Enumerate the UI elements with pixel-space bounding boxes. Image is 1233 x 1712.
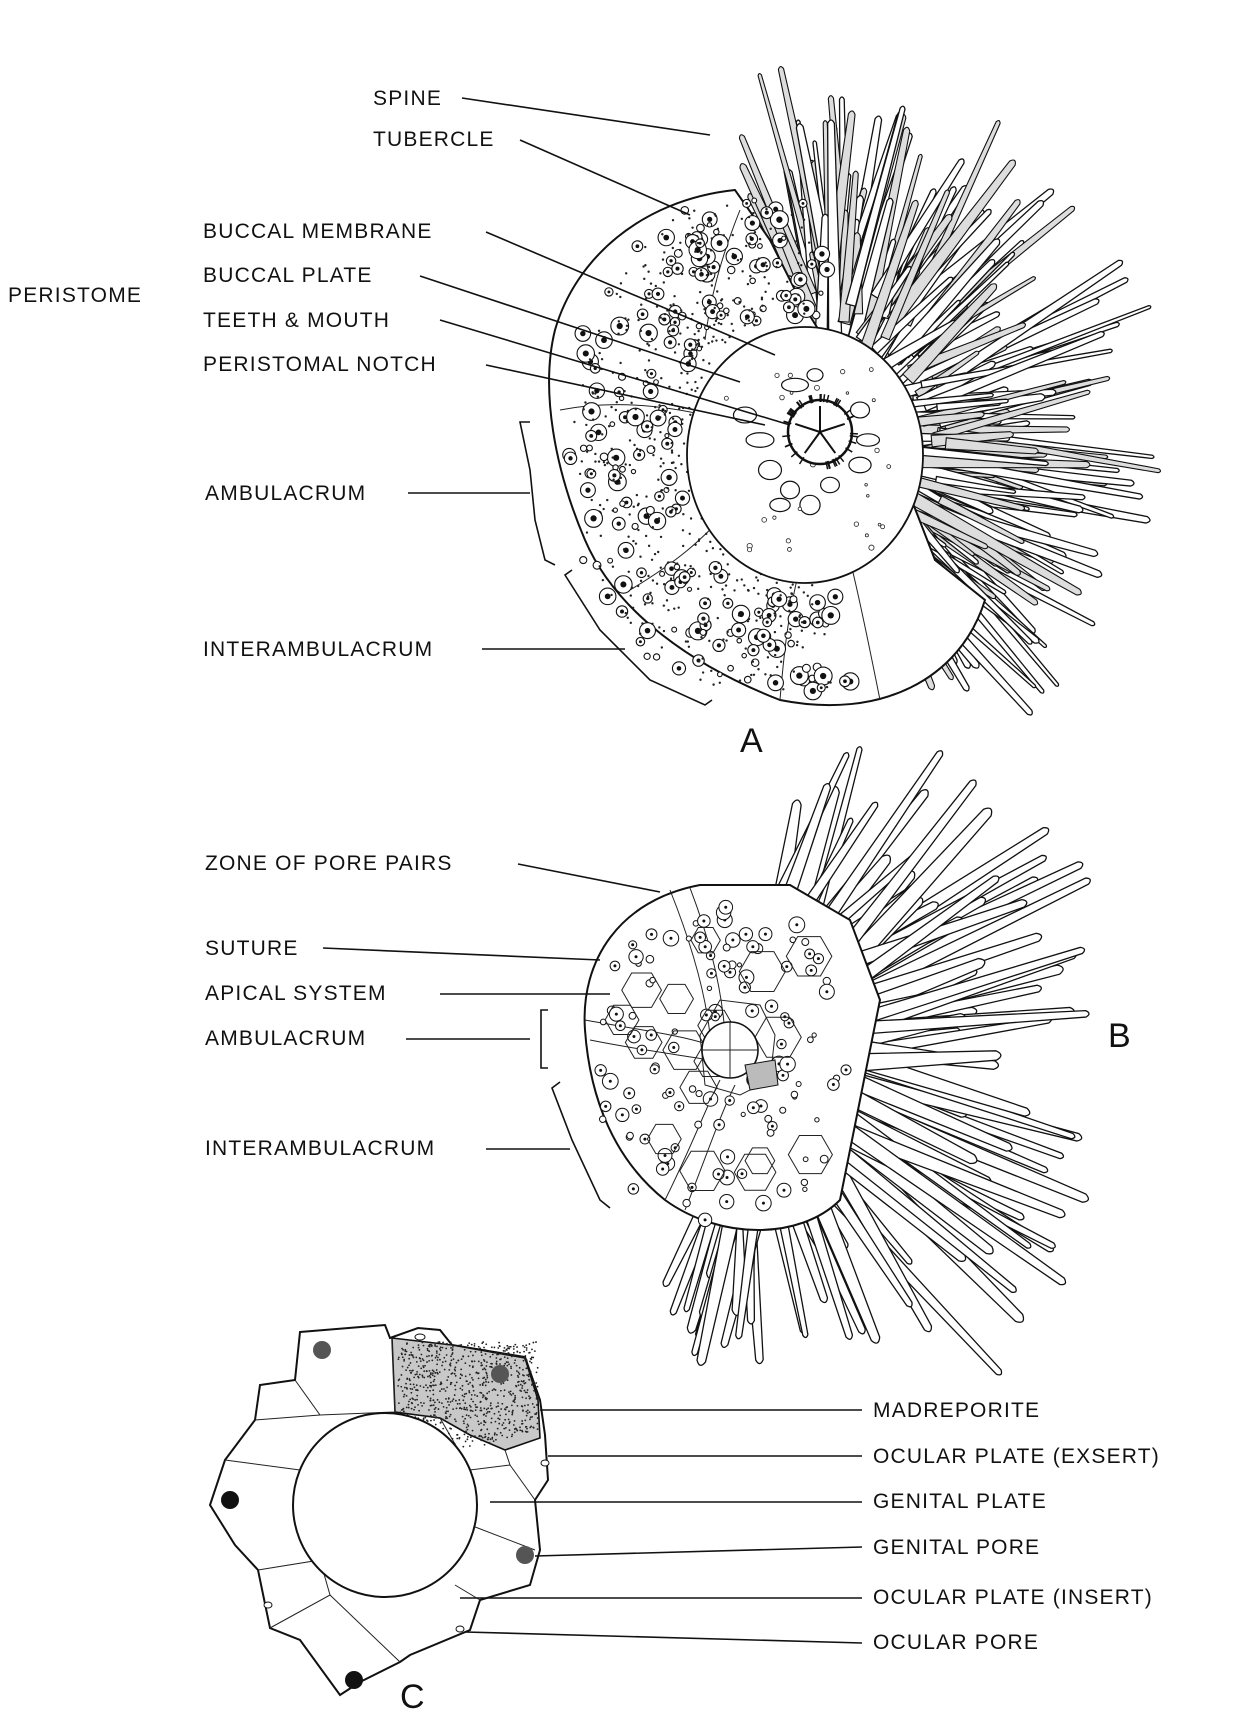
label-spine: SPINE xyxy=(373,87,442,110)
label-ambulacrum-a: AMBULACRUM xyxy=(205,482,366,505)
label-interambulacrum-b: INTERAMBULACRUM xyxy=(205,1137,435,1160)
label-apical-system: APICAL SYSTEM xyxy=(205,982,387,1005)
label-interambulacrum-a: INTERAMBULACRUM xyxy=(203,638,433,661)
leader-suture xyxy=(323,948,600,960)
bracket-ambulacrum-b xyxy=(541,1010,548,1068)
leader-spine xyxy=(462,98,710,135)
panel-label-a: A xyxy=(740,722,763,760)
label-genital-plate: GENITAL PLATE xyxy=(873,1490,1047,1513)
label-zone-of-pore-pairs: ZONE OF PORE PAIRS xyxy=(205,852,453,875)
panel-c-illustration xyxy=(210,1325,549,1695)
label-suture: SUTURE xyxy=(205,937,299,960)
label-buccal-plate: BUCCAL PLATE xyxy=(203,264,373,287)
panel-a-illustration xyxy=(549,67,1160,715)
leader-genital-pore xyxy=(535,1547,862,1556)
label-ambulacrum-b: AMBULACRUM xyxy=(205,1027,366,1050)
leader-ocular-pore xyxy=(465,1632,862,1643)
label-ocular-plate-exsert: OCULAR PLATE (EXSERT) xyxy=(873,1445,1160,1468)
label-ocular-plate-insert: OCULAR PLATE (INSERT) xyxy=(873,1586,1153,1609)
label-tubercle: TUBERCLE xyxy=(373,128,495,151)
label-peristome: PERISTOME xyxy=(8,284,142,307)
label-ocular-pore: OCULAR PORE xyxy=(873,1631,1039,1654)
label-peristomal-notch: PERISTOMAL NOTCH xyxy=(203,353,437,376)
panel-b-illustration xyxy=(585,747,1091,1375)
leader-tubercle xyxy=(520,140,690,215)
panel-label-c: C xyxy=(400,1678,425,1712)
label-buccal-membrane: BUCCAL MEMBRANE xyxy=(203,220,433,243)
label-genital-pore: GENITAL PORE xyxy=(873,1536,1040,1559)
panel-label-b: B xyxy=(1108,1017,1131,1055)
label-teeth-mouth: TEETH & MOUTH xyxy=(203,309,390,332)
label-madreporite: MADREPORITE xyxy=(873,1399,1040,1422)
leader-zone-of-pore-pairs xyxy=(518,864,660,892)
